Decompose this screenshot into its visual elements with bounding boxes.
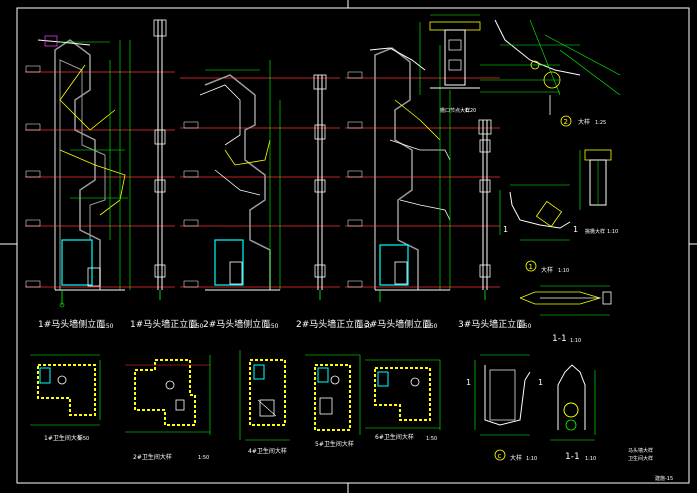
elevation-3-side xyxy=(345,45,500,302)
scale-section-1-low: 1:10 xyxy=(585,456,596,462)
scale-detail-1: 1:10 xyxy=(558,268,569,274)
detail-c xyxy=(474,354,531,461)
scale-elev-3-front: 1:50 xyxy=(518,323,532,330)
title-detail-c: 大样 xyxy=(510,454,522,462)
section-mark-3: 1 xyxy=(466,378,471,387)
elevation-2-side xyxy=(180,60,340,291)
view-titles: 1#马头墙侧立面 1:50 1#马头墙正立面 1:50 2#马头墙侧立面 1:5… xyxy=(38,107,673,482)
title-elev-2-front: 2#马头墙正立面 xyxy=(296,318,363,330)
marker-detail-1: 1 xyxy=(529,263,533,271)
scale-elev-1-side: 1:50 xyxy=(100,323,114,330)
title-plan-3: 4#卫生间大样 xyxy=(248,447,287,455)
title-plan-4: 5#卫生间大样 xyxy=(315,440,354,448)
section-mark-2: 1 xyxy=(573,225,578,234)
elevation-2-front xyxy=(313,74,327,300)
detail-2 xyxy=(480,19,621,127)
marker-detail-2: 2 xyxy=(564,118,568,126)
plan-3 xyxy=(239,350,290,441)
elevation-1-side xyxy=(25,35,175,308)
detail-1 xyxy=(499,184,571,272)
title-plan-2: 2#卫生间大样 xyxy=(133,453,172,461)
title-detail-small: 挑檐大样 xyxy=(585,228,605,235)
section-mark-4: 1 xyxy=(538,378,543,387)
scale-detail-c: 1:10 xyxy=(526,456,537,462)
title-section-1-mid: 1-1 xyxy=(552,334,567,344)
title-section-1-low: 1-1 xyxy=(565,452,580,462)
title-elev-3-front: 3#马头墙正立面 xyxy=(458,318,525,330)
drawing-frame xyxy=(16,7,690,484)
title-plan-5: 6#卫生间大样 xyxy=(375,433,414,441)
note-2: 卫生间大样 xyxy=(628,455,653,462)
plan-5 xyxy=(365,359,441,430)
plan-4 xyxy=(305,354,361,435)
scale-detail-top-1: 1:20 xyxy=(465,108,476,114)
detail-2-marker xyxy=(560,115,572,127)
marker-detail-c: c xyxy=(498,452,502,460)
elevation-3-front xyxy=(478,119,492,300)
section-1-mid xyxy=(519,285,612,316)
title-detail-2: 大样 xyxy=(578,118,590,126)
detail-small xyxy=(579,149,612,210)
scale-section-1-mid: 1:10 xyxy=(570,338,581,344)
scale-plan-2: 1:50 xyxy=(198,455,209,461)
section-1-low xyxy=(550,364,596,441)
plan-2 xyxy=(125,355,211,435)
title-detail-top-1: 檐口节点大样 xyxy=(440,107,470,114)
title-detail-1: 大样 xyxy=(541,266,553,274)
note-1: 马头墙大样 xyxy=(628,447,653,454)
detail-c-marker xyxy=(494,449,506,461)
scale-detail-2: 1:25 xyxy=(595,120,606,126)
section-mark-1: 1 xyxy=(503,225,508,234)
scale-plan-5: 1:50 xyxy=(426,436,437,442)
plan-1 xyxy=(30,354,101,426)
title-plan-1: 1#卫生间大样 xyxy=(44,434,83,442)
title-elev-3-side: 3#马头墙侧立面 xyxy=(364,318,431,330)
scale-elev-3-side: 1:50 xyxy=(424,323,438,330)
detail-1-marker xyxy=(525,260,537,272)
detail-top-1 xyxy=(419,14,481,95)
scale-elev-2-front: 1:50 xyxy=(358,323,372,330)
title-elev-1-front: 1#马头墙正立面 xyxy=(130,318,197,330)
scale-plan-1: 1:50 xyxy=(78,436,89,442)
scale-detail-small: 1:10 xyxy=(607,229,618,235)
title-elev-1-side: 1#马头墙侧立面 xyxy=(38,318,105,330)
title-elev-2-side: 2#马头墙侧立面 xyxy=(203,318,270,330)
scale-elev-1-front: 1:50 xyxy=(190,323,204,330)
scale-elev-2-side: 1:50 xyxy=(265,323,279,330)
elevation-1-front xyxy=(153,19,167,300)
sheet-number: 建施-15 xyxy=(655,475,673,482)
